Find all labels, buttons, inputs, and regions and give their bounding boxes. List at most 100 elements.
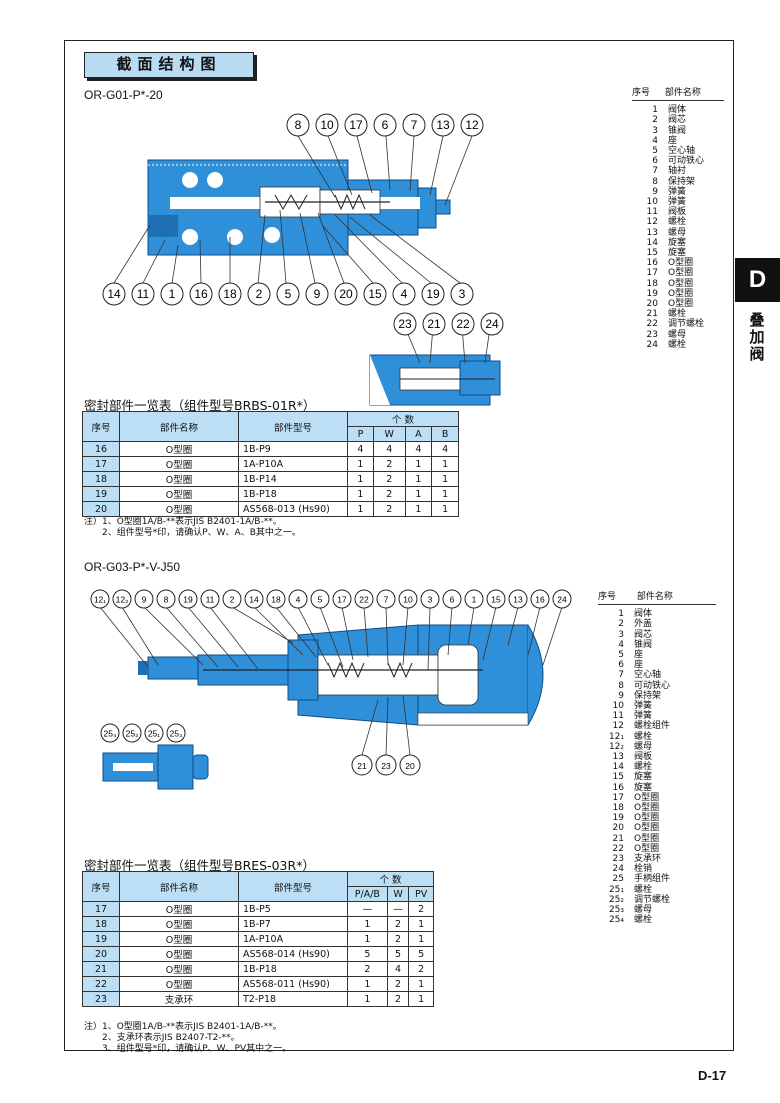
callout-number: 11 <box>206 594 215 604</box>
seal-part-model: 1B-P5 <box>238 901 348 917</box>
seal-qty-col: PV <box>408 886 434 902</box>
callout-bubble: 16 <box>189 282 213 306</box>
callout-number: 8 <box>295 118 302 132</box>
note-line: 注）1、O型圈1A/B-**表示JIS B2401-1A/B-**。 <box>84 1022 282 1032</box>
part-name: 阀芯 <box>668 115 687 126</box>
part-number: 12 <box>646 217 658 228</box>
parts-header-name: 部件名称 <box>636 592 673 602</box>
part-name: 旋塞 <box>634 782 653 793</box>
callout-bubble: 20 <box>399 754 421 776</box>
valve2-seal-title: 密封部件一览表（组件型号BRES-03R*） <box>84 858 315 873</box>
callout-bubble: 21 <box>422 312 446 336</box>
seal-header-model: 部件型号 <box>238 411 348 442</box>
callout-bubble: 25₃ <box>166 723 186 743</box>
seal-part-name: O型圈 <box>119 486 239 502</box>
part-number: 23 <box>646 329 658 340</box>
note-line: 注）1、O型圈1A/B-**表示JIS B2401-1A/B-**。 <box>84 517 282 527</box>
callout-number: 25₄ <box>104 728 117 738</box>
callout-number: 2 <box>230 594 235 604</box>
part-name: O型圈 <box>634 843 660 854</box>
seal-part-name: O型圈 <box>119 916 239 932</box>
callout-bubble: 2 <box>222 589 242 609</box>
callout-number: 1 <box>472 594 477 604</box>
part-number: 8 <box>618 680 624 691</box>
callout-number: 12₂ <box>116 594 129 604</box>
seal-no: 16 <box>82 441 120 457</box>
seal-qty: 1 <box>408 931 434 947</box>
part-name: 栓销 <box>634 864 653 875</box>
callout-bubble: 6 <box>442 589 462 609</box>
part-name: 座 <box>634 660 644 671</box>
part-name: 弹簧 <box>668 186 687 197</box>
part-number: 12 <box>612 721 624 732</box>
part-name: 螺栓 <box>634 884 653 895</box>
seal-qty: 1 <box>347 456 374 472</box>
section-heading: 截面结构图 <box>84 52 254 78</box>
parts-header: 序号 部件名称 <box>632 88 724 102</box>
callout-bubble: 18 <box>266 589 286 609</box>
callout-number: 7 <box>411 118 418 132</box>
seal-qty: 5 <box>408 946 434 962</box>
part-name: 弹簧 <box>634 701 653 712</box>
callout-number: 12₁ <box>94 594 106 604</box>
callout-bubble: 13 <box>508 589 528 609</box>
seal-header-qty: 个 数 <box>347 411 459 427</box>
seal-part-model: 1B-P18 <box>238 486 348 502</box>
callout-bubble: 6 <box>373 113 397 137</box>
callout-bubble: 7 <box>376 589 396 609</box>
part-name: 螺母 <box>634 741 653 752</box>
seal-qty: 2 <box>408 901 434 917</box>
seal-qty: 1 <box>347 486 374 502</box>
seal-qty: 1 <box>431 501 459 517</box>
callout-bubble: 10 <box>315 113 339 137</box>
seal-qty: 1 <box>408 991 434 1007</box>
tab-label-char: 加 <box>749 328 765 346</box>
parts-row: 12 螺栓 <box>632 217 724 227</box>
parts-header: 序号 部件名称 <box>598 592 716 606</box>
callout-number: 17 <box>337 594 347 604</box>
callout-bubble: 5 <box>310 589 330 609</box>
seal-no: 17 <box>82 456 120 472</box>
part-number: 18 <box>646 278 658 289</box>
part-name: O型圈 <box>668 258 694 269</box>
callout-number: 16 <box>535 594 545 604</box>
callout-number: 15 <box>368 287 382 301</box>
part-number: 13 <box>646 227 658 238</box>
part-number: 8 <box>652 176 658 187</box>
part-number: 17 <box>646 268 658 279</box>
part-number: 5 <box>652 146 658 157</box>
seal-qty: 1 <box>347 916 388 932</box>
part-name: 弹簧 <box>634 711 653 722</box>
part-number: 1 <box>652 105 658 116</box>
part-number: 17 <box>612 792 624 803</box>
part-number: 25 <box>612 874 624 885</box>
part-name: 阀芯 <box>634 629 653 640</box>
part-number: 19 <box>646 288 658 299</box>
page-frame <box>64 40 734 1051</box>
part-name: 空心轴 <box>668 146 696 157</box>
callout-number: 24 <box>485 317 499 331</box>
seal-qty: 2 <box>372 486 406 502</box>
callout-number: 25₂ <box>126 728 139 738</box>
part-number: 24 <box>646 339 658 350</box>
part-name: 螺栓 <box>668 217 687 228</box>
callout-bubble: 12₁ <box>90 589 110 609</box>
part-name: 螺栓 <box>668 309 687 320</box>
callout-number: 8 <box>164 594 169 604</box>
seal-header-no: 序号 <box>82 871 120 902</box>
callout-number: 20 <box>339 287 353 301</box>
callout-bubble: 22 <box>354 589 374 609</box>
